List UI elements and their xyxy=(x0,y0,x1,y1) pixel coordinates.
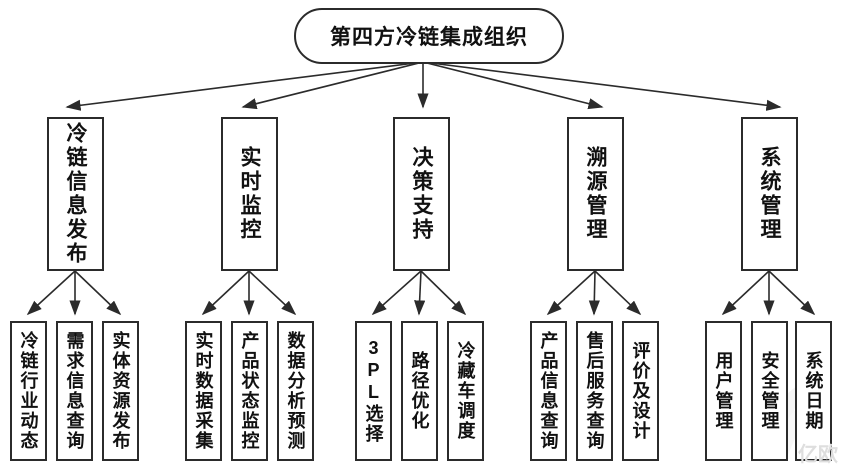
leaf-box-demand-info-query: 需求信息查询 xyxy=(56,321,93,461)
arrow-branch-0-to-child-2 xyxy=(74,270,122,316)
leaf-label: 冷链行业动态 xyxy=(18,331,39,451)
arrow-branch-3-to-child-1 xyxy=(588,270,600,316)
leaf-box-evaluation-and-design: 评价及设计 xyxy=(622,321,659,461)
leaf-label: 3PL选择 xyxy=(363,338,384,444)
leaf-box-reefer-truck-dispatch: 冷藏车调度 xyxy=(447,321,484,461)
leaf-box-after-sales-service-query: 售后服务查询 xyxy=(576,321,613,461)
arrow-root-to-branch-0 xyxy=(65,61,424,111)
leaf-label: 实时数据采集 xyxy=(193,331,214,451)
leaf-label: 数据分析预测 xyxy=(285,331,306,451)
arrow-branch-2-to-child-2 xyxy=(420,270,467,316)
arrow-branch-3-to-child-0 xyxy=(546,270,596,316)
leaf-label: 用户管理 xyxy=(713,351,734,431)
arrow-branch-1-to-child-2 xyxy=(248,270,297,316)
arrow-root-to-branch-1 xyxy=(241,61,424,110)
leaf-label: 产品状态监控 xyxy=(239,331,260,451)
leaf-label: 需求信息查询 xyxy=(64,331,85,451)
leaf-label: 实体资源发布 xyxy=(110,331,131,451)
arrow-root-to-branch-4 xyxy=(422,61,782,111)
branch-label: 冷链信息发布 xyxy=(64,122,87,266)
leaf-box-physical-resource-release: 实体资源发布 xyxy=(102,321,139,461)
branch-box-cold-chain-info-release: 冷链信息发布 xyxy=(47,117,104,271)
leaf-box-system-date: 系统日期 xyxy=(795,321,832,461)
leaf-box-user-management: 用户管理 xyxy=(705,321,742,461)
leaf-box-realtime-data-collection: 实时数据采集 xyxy=(185,321,222,461)
branch-box-decision-support: 决策支持 xyxy=(393,117,450,271)
branch-label: 溯源管理 xyxy=(584,146,607,242)
arrow-branch-1-to-child-0 xyxy=(201,270,250,316)
leaf-label: 安全管理 xyxy=(759,351,780,431)
branch-box-system-management: 系统管理 xyxy=(741,117,798,271)
leaf-label: 系统日期 xyxy=(803,351,824,431)
leaf-box-product-status-monitoring: 产品状态监控 xyxy=(231,321,268,461)
leaf-box-industry-trends: 冷链行业动态 xyxy=(10,321,47,461)
arrow-branch-2-to-child-0 xyxy=(371,270,422,316)
root-node: 第四方冷链集成组织 xyxy=(294,8,564,64)
leaf-label: 冷藏车调度 xyxy=(455,341,476,441)
leaf-label: 售后服务查询 xyxy=(584,331,605,451)
root-node-label: 第四方冷链集成组织 xyxy=(330,26,528,49)
leaf-box-security-management: 安全管理 xyxy=(751,321,788,461)
branch-box-realtime-monitoring: 实时监控 xyxy=(221,117,278,271)
leaf-box-3pl-selection: 3PL选择 xyxy=(355,321,392,461)
arrow-branch-4-to-child-2 xyxy=(768,270,816,316)
leaf-box-route-optimization: 路径优化 xyxy=(401,321,438,461)
branch-label: 系统管理 xyxy=(758,146,781,242)
branch-label: 决策支持 xyxy=(410,146,433,242)
branch-label: 实时监控 xyxy=(238,146,261,242)
arrow-branch-2-to-child-1 xyxy=(414,270,426,316)
leaf-label: 评价及设计 xyxy=(630,341,651,441)
arrow-root-to-branch-3 xyxy=(422,61,604,110)
branch-box-traceability-management: 溯源管理 xyxy=(567,117,624,271)
leaf-label: 产品信息查询 xyxy=(538,331,559,451)
arrow-branch-4-to-child-0 xyxy=(721,270,770,316)
leaf-box-product-info-query: 产品信息查询 xyxy=(530,321,567,461)
arrow-branch-0-to-child-0 xyxy=(26,270,76,316)
arrow-branch-3-to-child-2 xyxy=(594,270,642,316)
leaf-label: 路径优化 xyxy=(409,351,430,431)
leaf-box-data-analysis-forecast: 数据分析预测 xyxy=(277,321,314,461)
